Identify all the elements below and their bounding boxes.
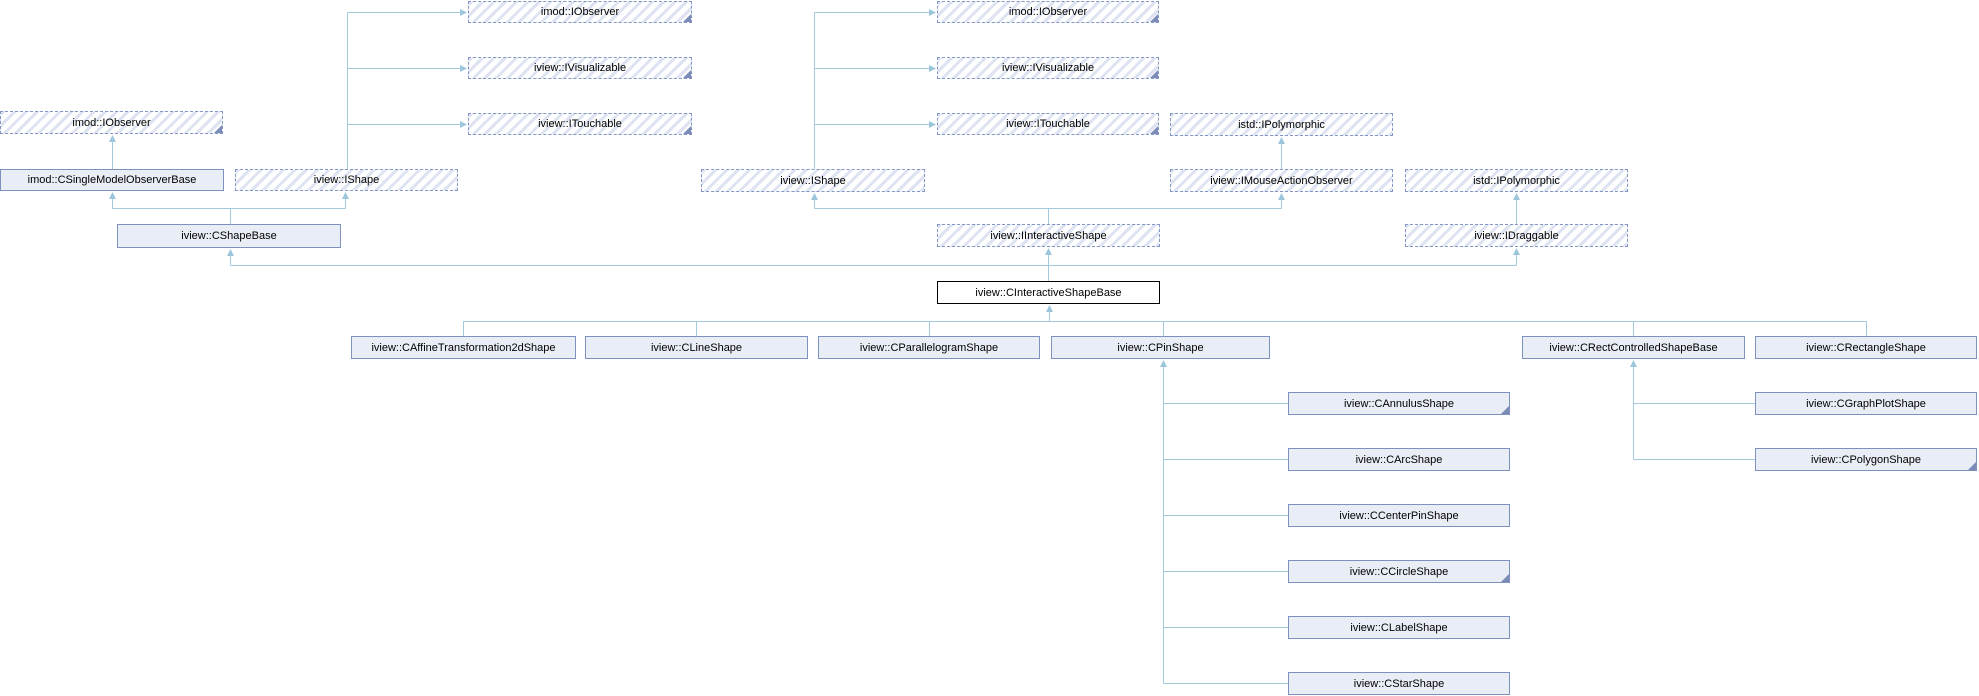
class-node-istd-ipolymorphic-2[interactable]: istd::IPolymorphic [1405, 169, 1628, 192]
edge-lines [112, 12, 1867, 684]
class-node-iview-itouchable-left[interactable]: iview::ITouchable [468, 113, 692, 135]
class-node-label: imod::IObserver [540, 6, 620, 18]
class-node-label: iview::CAffineTransformation2dShape [371, 341, 556, 354]
class-node-label: imod::IObserver [72, 116, 151, 129]
class-node-iview-cpinshape[interactable]: iview::CPinShape [1051, 336, 1270, 359]
class-node-label: iview::CAnnulusShape [1343, 397, 1455, 410]
class-node-iview-carcshape[interactable]: iview::CArcShape [1288, 448, 1510, 471]
class-node-label: iview::CPolygonShape [1810, 453, 1922, 466]
class-node-istd-ipolymorphic-1[interactable]: istd::IPolymorphic [1170, 113, 1393, 136]
class-node-iview-ccenterpinshape[interactable]: iview::CCenterPinShape [1288, 504, 1510, 527]
class-node-iview-cpolygonshape[interactable]: iview::CPolygonShape [1755, 448, 1977, 471]
edge-arrowheads [109, 9, 1637, 367]
class-node-label: iview::CCircleShape [1349, 565, 1449, 578]
class-node-label: imod::IObserver [1008, 6, 1088, 18]
class-node-label: iview::IShape [313, 174, 380, 186]
class-node-imod-iobserver-left[interactable]: imod::IObserver [0, 111, 223, 134]
class-node-label: iview::CGraphPlotShape [1806, 397, 1926, 410]
class-node-iview-ishape-mid[interactable]: iview::IShape [701, 169, 925, 192]
class-node-label: iview::IVisualizable [1001, 62, 1095, 74]
class-node-label: iview::IShape [780, 174, 846, 187]
class-node-iview-caffinetransformation2dshape[interactable]: iview::CAffineTransformation2dShape [351, 336, 576, 359]
class-node-label: iview::CLabelShape [1350, 621, 1448, 634]
class-node-iview-idraggable[interactable]: iview::IDraggable [1405, 224, 1628, 247]
class-node-label: istd::IPolymorphic [1238, 118, 1325, 131]
class-node-label: iview::CRectangleShape [1806, 341, 1926, 354]
class-node-iview-cgraphplotshape[interactable]: iview::CGraphPlotShape [1755, 392, 1977, 415]
class-node-label: iview::CStarShape [1353, 677, 1445, 690]
class-node-label: iview::IDraggable [1474, 229, 1559, 242]
class-node-label: iview::CShapeBase [181, 230, 277, 242]
class-node-iview-cinteractiveshapebase[interactable]: iview::CInteractiveShapeBase [937, 281, 1160, 304]
class-node-label: iview::CPinShape [1117, 341, 1204, 354]
class-node-iview-clabelshape[interactable]: iview::CLabelShape [1288, 616, 1510, 639]
class-node-label: iview::ITouchable [538, 118, 622, 130]
class-node-iview-itouchable-mid[interactable]: iview::ITouchable [937, 113, 1159, 135]
class-node-iview-imouseactionobserver[interactable]: iview::IMouseActionObserver [1170, 169, 1393, 192]
class-node-iview-cparallelogramshape[interactable]: iview::CParallelogramShape [818, 336, 1040, 359]
class-node-label: iview::CParallelogramShape [859, 341, 999, 354]
class-node-label: iview::CLineShape [650, 341, 743, 354]
class-node-label: iview::ITouchable [1006, 118, 1090, 130]
class-node-label: iview::IMouseActionObserver [1210, 174, 1353, 187]
class-node-label: istd::IPolymorphic [1473, 174, 1560, 187]
class-node-label: iview::IInteractiveShape [990, 229, 1107, 242]
class-node-iview-clineshape[interactable]: iview::CLineShape [585, 336, 808, 359]
class-node-imod-iobserver-top-mid[interactable]: imod::IObserver [937, 1, 1159, 23]
class-node-iview-crectangleshape[interactable]: iview::CRectangleShape [1755, 336, 1977, 359]
class-node-iview-ccircleshape[interactable]: iview::CCircleShape [1288, 560, 1510, 583]
class-node-label: imod::CSingleModelObserverBase [27, 174, 197, 186]
class-node-iview-cannulusshape[interactable]: iview::CAnnulusShape [1288, 392, 1510, 415]
class-node-iview-cshapebase[interactable]: iview::CShapeBase [117, 224, 341, 248]
class-node-label: iview::CCenterPinShape [1339, 509, 1459, 522]
class-node-iview-iinteractiveshape[interactable]: iview::IInteractiveShape [937, 224, 1160, 247]
class-node-iview-cstarshape[interactable]: iview::CStarShape [1288, 672, 1510, 695]
class-node-iview-crectcontrolledshapebase[interactable]: iview::CRectControlledShapeBase [1522, 336, 1745, 359]
class-node-imod-csinglemodelobserverbase[interactable]: imod::CSingleModelObserverBase [0, 169, 224, 191]
class-node-iview-ivisualizable-left[interactable]: iview::IVisualizable [468, 57, 692, 79]
class-node-iview-ivisualizable-mid[interactable]: iview::IVisualizable [937, 57, 1159, 79]
class-node-label: iview::CInteractiveShapeBase [975, 286, 1122, 299]
class-node-label: iview::CRectControlledShapeBase [1549, 341, 1718, 354]
class-node-imod-iobserver-top-left[interactable]: imod::IObserver [468, 1, 692, 23]
class-node-label: iview::IVisualizable [533, 62, 627, 74]
class-node-iview-ishape-left[interactable]: iview::IShape [235, 169, 458, 191]
class-node-label: iview::CArcShape [1355, 453, 1443, 466]
